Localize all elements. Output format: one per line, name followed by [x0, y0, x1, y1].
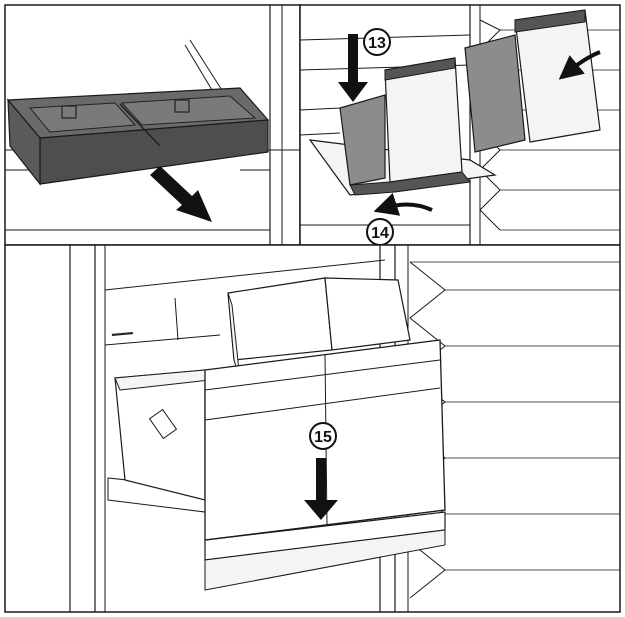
step-label-15: 15: [314, 429, 332, 446]
step-label-13: 13: [368, 35, 386, 52]
curved-arrow-right: [558, 50, 601, 80]
curved-arrow-14: [373, 192, 433, 216]
down-arrow-15: [304, 458, 338, 520]
panel-remove-top-tray: [4, 4, 301, 246]
down-arrow-13: [338, 34, 368, 102]
panel-insert-drawer: ▬▬▬: [4, 244, 621, 613]
svg-text:▬▬▬: ▬▬▬: [112, 329, 134, 338]
drawer-right: [464, 9, 601, 153]
step-badge-14: 14: [366, 218, 394, 246]
pull-arrow: [150, 166, 212, 222]
freezer-tray: [6, 87, 270, 186]
step-badge-13: 13: [363, 28, 391, 56]
drawer-back: [227, 277, 411, 381]
step-badge-15: 15: [309, 422, 337, 450]
drawer-front: [114, 339, 446, 541]
drawer-center: [339, 57, 471, 196]
panel-remove-drawers: 13 14: [299, 4, 621, 246]
step-label-14: 14: [371, 225, 389, 242]
